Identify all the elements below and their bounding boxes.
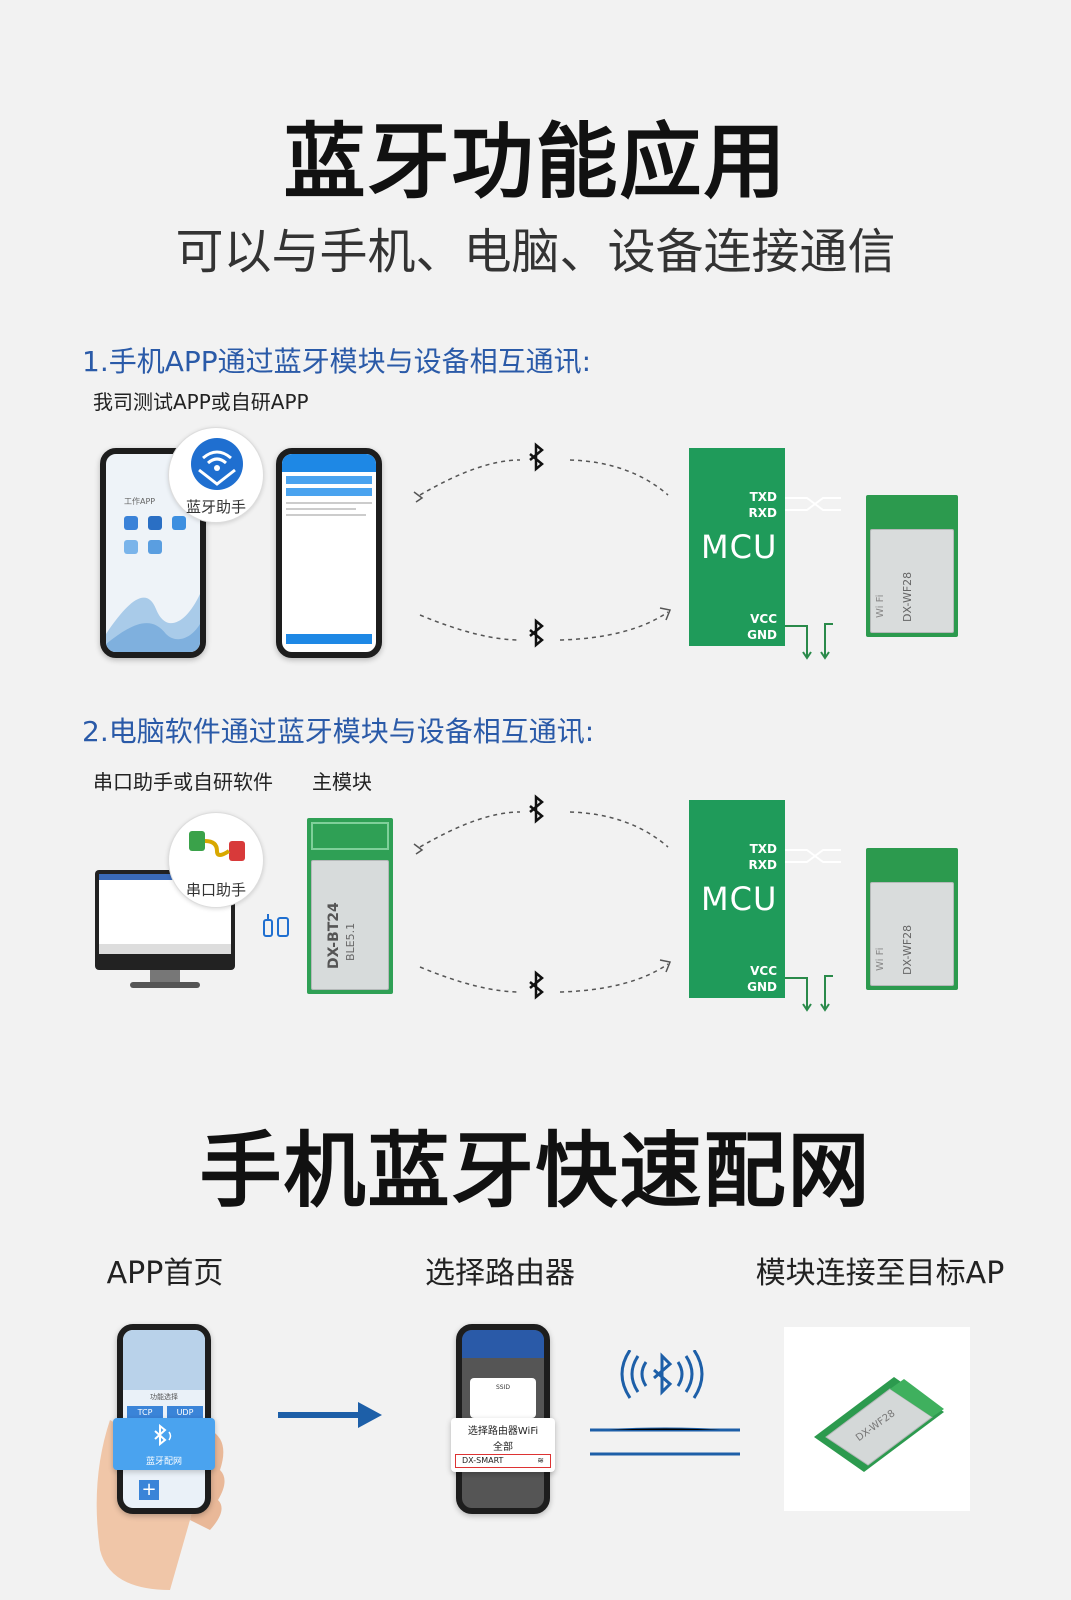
udp-button[interactable]: UDP — [167, 1406, 203, 1420]
add-button[interactable]: + — [139, 1480, 159, 1500]
router-select-header: 选择路由器WiFi — [467, 1426, 539, 1437]
mcu-pin-gnd: GND — [747, 980, 777, 994]
section1-caption: 我司测试APP或自研APP — [93, 390, 309, 414]
mcu-wiring-1 — [785, 497, 841, 660]
step2-label: 选择路由器 — [425, 1256, 575, 1291]
mcu-label: MCU — [701, 880, 778, 918]
mcu-pin-vcc: VCC — [750, 612, 777, 626]
bluetooth-icon — [529, 794, 544, 824]
master-module-model: DX-BT24 — [326, 902, 342, 969]
bluetooth-icon — [529, 618, 544, 648]
phone-wallpaper-wave — [106, 594, 200, 652]
step-arrow-icon — [278, 1402, 382, 1428]
app-icon-grid — [124, 516, 194, 554]
bluetooth-icon — [529, 442, 544, 472]
bluetooth-broadcast-icon — [590, 1350, 740, 1456]
provisioning-title: 手机蓝牙快速配网 — [199, 1124, 872, 1219]
module-photo-card: DX-WF28 — [784, 1327, 970, 1511]
wifi-module-photo — [814, 1377, 944, 1472]
pc-monitor-base — [130, 982, 200, 988]
ble-assistant-app-bubble: 蓝牙助手 — [168, 427, 264, 523]
router-select-card[interactable]: 选择路由器WiFi 全部 DX-SMART ≋ — [451, 1418, 555, 1472]
mcu-pin-txd: TXD — [749, 490, 777, 504]
wifi-module-1: Wi Fi DX-WF28 — [866, 495, 958, 637]
mcu-pin-txd: TXD — [749, 842, 777, 856]
wifi-module-model: DX-WF28 — [901, 924, 914, 975]
mcu-pin-rxd: RXD — [748, 506, 777, 520]
phone-app-screen — [276, 448, 382, 658]
ble-assistant-label: 蓝牙助手 — [185, 498, 246, 516]
section2-caption-right: 主模块 — [312, 770, 372, 794]
ble-link-arcs-2 — [413, 794, 672, 1000]
router-ssid-label: DX-SMART — [462, 1456, 504, 1465]
mcu-pin-gnd: GND — [747, 628, 777, 642]
section2-title: 2.电脑软件通过蓝牙模块与设备相互通讯: — [82, 715, 595, 748]
section2-caption-left: 串口助手或自研软件 — [93, 770, 273, 794]
step1-label: APP首页 — [106, 1256, 224, 1291]
serial-assistant-label: 串口助手 — [185, 881, 246, 899]
page-title: 蓝牙功能应用 — [283, 115, 788, 210]
serial-assistant-logo-icon — [189, 831, 245, 861]
ble-provision-card[interactable]: 蓝牙配网 — [113, 1418, 215, 1470]
ble-provision-label: 蓝牙配网 — [145, 1457, 182, 1467]
master-module-shield: DX-BT24 BLE5.1 — [311, 860, 389, 990]
func-label: 功能选择 — [150, 1393, 178, 1401]
router-ssid-item[interactable]: DX-SMART ≋ — [455, 1454, 551, 1468]
mcu-board-2: TXD RXD MCU VCC GND — [689, 800, 785, 998]
wifi-signal-icon: ≋ — [537, 1456, 544, 1465]
ble-link-arcs-1 — [413, 442, 672, 648]
step3-label: 模块连接至目标AP — [755, 1256, 1005, 1291]
section1-title: 1.手机APP通过蓝牙模块与设备相互通讯: — [82, 345, 592, 378]
bluetooth-icon — [154, 1424, 172, 1447]
pc-monitor — [95, 870, 235, 970]
wifi-badge: Wi Fi — [875, 594, 886, 618]
module-shield: Wi Fi DX-WF28 — [870, 882, 954, 986]
serial-assistant-app-bubble: 串口助手 — [168, 812, 264, 908]
ble-assistant-logo-icon — [191, 438, 243, 490]
wifi-badge: Wi Fi — [875, 947, 886, 971]
usb-icon — [263, 914, 289, 937]
module-shield: Wi Fi DX-WF28 — [870, 529, 954, 633]
mcu-board-1: TXD RXD MCU VCC GND — [689, 448, 785, 646]
page-subtitle: 可以与手机、电脑、设备连接通信 — [175, 224, 896, 280]
wifi-module-2: Wi Fi DX-WF28 — [866, 848, 958, 990]
bluetooth-icon — [529, 970, 544, 1000]
mcu-label: MCU — [701, 528, 778, 566]
mcu-wiring-2 — [785, 849, 841, 1012]
tcp-button[interactable]: TCP — [127, 1406, 163, 1420]
mcu-pin-vcc: VCC — [750, 964, 777, 978]
wifi-module-model: DX-WF28 — [901, 571, 914, 622]
master-module-version: BLE5.1 — [344, 922, 357, 961]
router-select-all[interactable]: 全部 — [493, 1442, 513, 1453]
mcu-pin-rxd: RXD — [748, 858, 777, 872]
phone-screen-label: 工作APP — [124, 497, 156, 506]
master-bt-module: DX-BT24 BLE5.1 — [307, 818, 393, 994]
pc-monitor-stand — [150, 970, 180, 984]
